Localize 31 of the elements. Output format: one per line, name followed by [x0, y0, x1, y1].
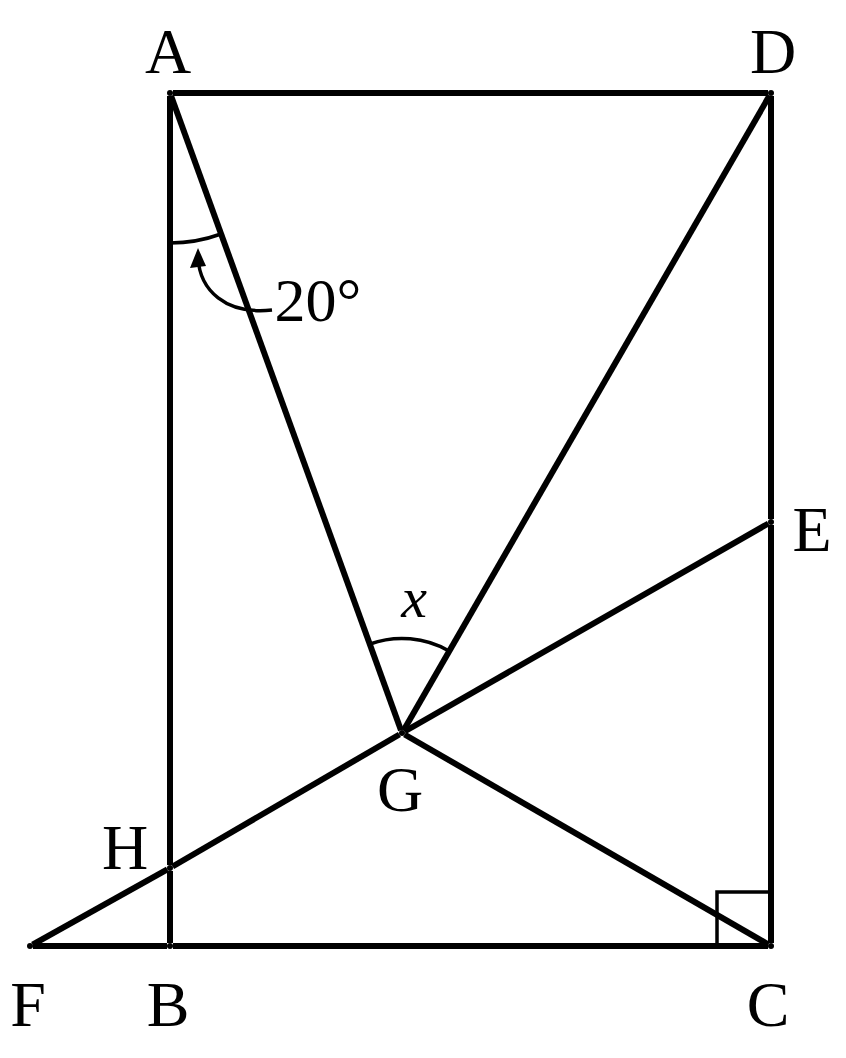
line-segment [400, 94, 773, 732]
point-label: B [146, 973, 190, 1037]
angle-variable: x [401, 569, 427, 627]
point-label: F [10, 973, 46, 1037]
line-segment [768, 525, 774, 943]
vertex-point [768, 519, 774, 525]
point-label: D [749, 20, 797, 84]
vertex-point [399, 730, 405, 736]
angle-label: 20° [274, 269, 362, 331]
point-label: C [746, 973, 790, 1037]
line-segment [171, 731, 401, 870]
point-label: E [792, 498, 832, 562]
line-segment [173, 90, 768, 96]
point-label: G [376, 758, 424, 822]
line-segment [31, 866, 169, 948]
line-segment [768, 96, 774, 519]
vertex-point [167, 865, 173, 871]
line-segment [167, 871, 173, 943]
point-label: H [101, 816, 149, 880]
point-label: A [144, 20, 192, 84]
line-segment [33, 943, 167, 949]
line-segment [173, 943, 768, 949]
line-segment [403, 731, 770, 948]
vertex-point [768, 90, 774, 96]
vertex-point [167, 943, 173, 949]
vertex-point [27, 943, 33, 949]
line-segment [403, 520, 770, 735]
vertex-point [768, 943, 774, 949]
line-segment [167, 96, 173, 865]
line-segment [168, 94, 404, 732]
vertex-point [167, 90, 173, 96]
